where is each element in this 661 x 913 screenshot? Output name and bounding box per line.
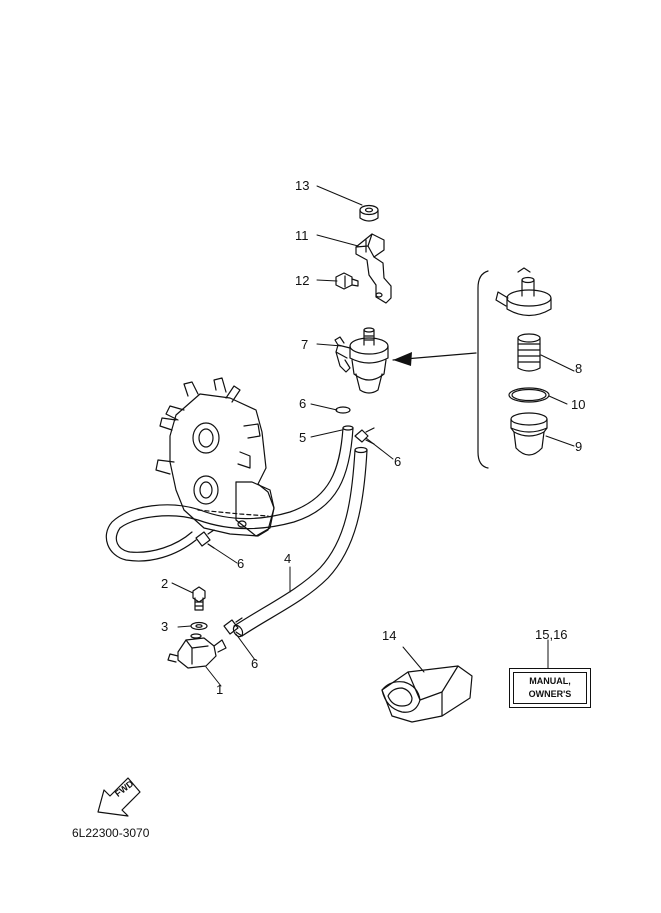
hose-clip-6a — [335, 406, 351, 414]
o-ring-part-10 — [508, 387, 550, 403]
hose-clip-6d — [223, 617, 243, 637]
filter-cup-part-9 — [510, 412, 548, 456]
exploded-view-bracket — [477, 270, 489, 469]
grommet-part-14 — [381, 665, 473, 723]
fuel-hose-part-5 — [105, 425, 354, 562]
callout-13: 13 — [295, 178, 310, 193]
manual-label-line1: MANUAL, — [529, 675, 571, 686]
fwd-arrow-icon — [97, 777, 141, 817]
nut-part-13 — [359, 204, 379, 222]
callout-14: 14 — [382, 628, 397, 643]
callout-2: 2 — [161, 576, 169, 591]
fuel-hose-part-4 — [232, 446, 368, 638]
filter-element-part-8 — [517, 333, 541, 372]
callout-1: 1 — [216, 682, 224, 697]
bolt-part-2 — [192, 586, 206, 611]
screw-part-12 — [335, 272, 359, 290]
fuel-connector-part-1 — [167, 633, 227, 669]
owners-manual-label: MANUAL, OWNER'S — [509, 668, 591, 708]
callout-11: 11 — [295, 228, 309, 243]
callout-9: 9 — [575, 439, 583, 454]
callout-12: 12 — [295, 273, 310, 288]
callout-10: 10 — [571, 397, 586, 412]
bracket-part-11 — [355, 233, 392, 304]
callout-7: 7 — [301, 337, 309, 352]
filter-cap-exploded — [495, 267, 552, 317]
callout-8: 8 — [575, 361, 583, 376]
diagram-part-code: 6L22300-3070 — [72, 826, 150, 840]
callout-15-16: 15,16 — [535, 627, 568, 642]
arrowhead-icon — [393, 352, 412, 366]
hose-clip-6c — [195, 529, 215, 549]
leader-lines — [171, 185, 575, 687]
callout-5: 5 — [299, 430, 307, 445]
manual-label-line2: OWNER'S — [528, 689, 572, 699]
callout-3: 3 — [161, 619, 169, 634]
callout-6d: 6 — [251, 656, 259, 671]
callout-6a: 6 — [299, 396, 307, 411]
callout-4: 4 — [284, 551, 292, 566]
carburetor-assembly — [155, 377, 275, 537]
callout-6b: 6 — [394, 454, 402, 469]
callout-6c: 6 — [237, 556, 245, 571]
washer-part-3 — [190, 621, 208, 631]
fuel-filter-part-7 — [334, 327, 389, 394]
